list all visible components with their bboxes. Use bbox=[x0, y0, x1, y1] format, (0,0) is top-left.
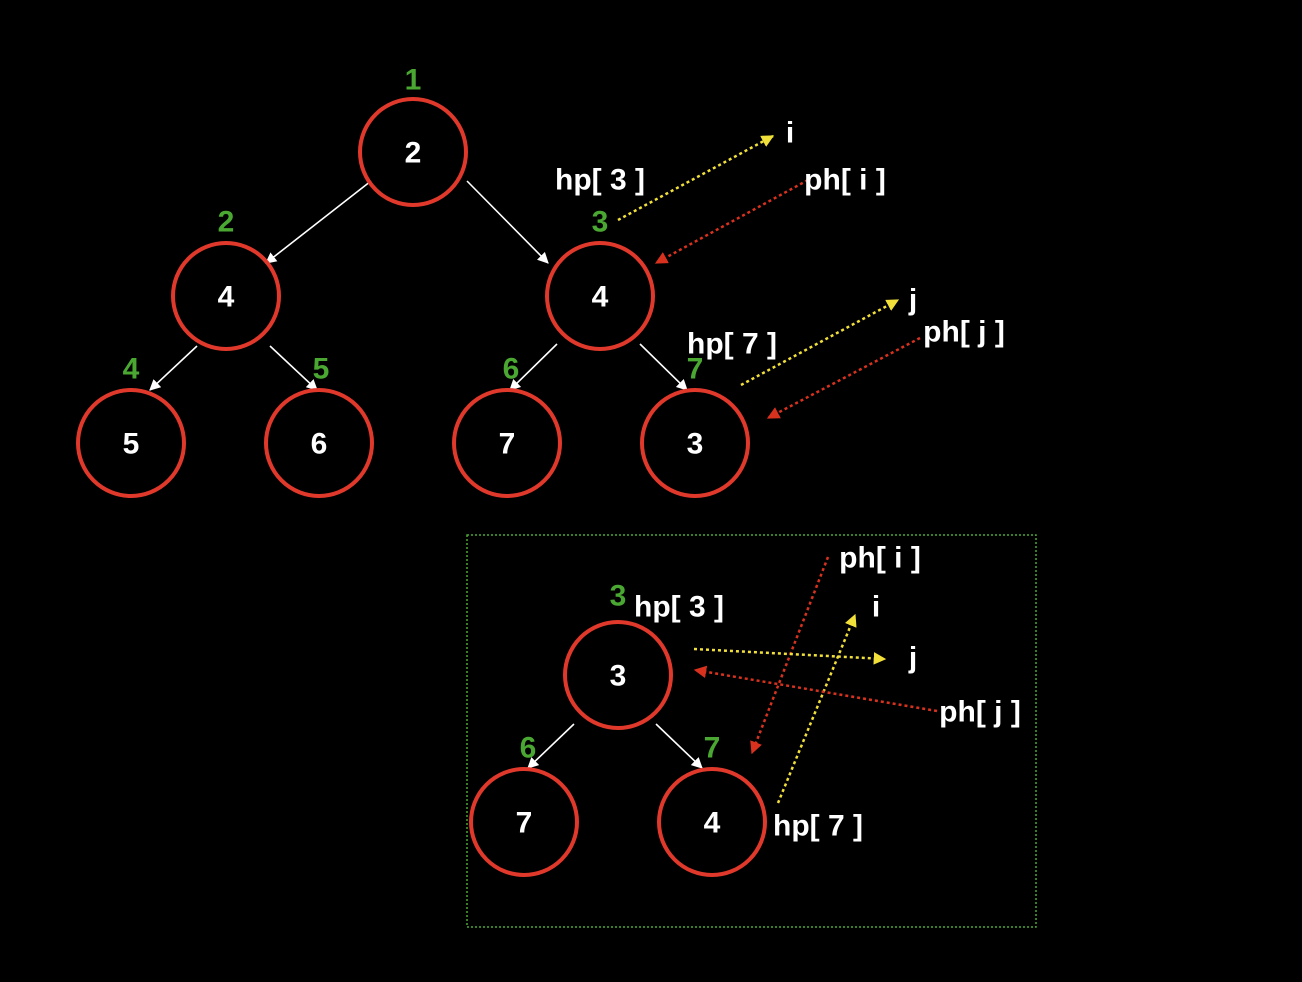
label-ph-i: ph[ i ] bbox=[804, 164, 886, 197]
heap-node: 6 5 bbox=[264, 353, 374, 498]
node-index: 7 bbox=[704, 732, 721, 765]
node-index: 7 bbox=[687, 353, 704, 386]
pointer-phi-to-node3 bbox=[654, 178, 809, 265]
label-hp7: hp[ 7 ] bbox=[687, 328, 777, 361]
node-circle bbox=[452, 388, 562, 498]
node-value: 2 bbox=[405, 137, 422, 170]
heap-node: 4 3 bbox=[545, 206, 655, 351]
node-index: 5 bbox=[313, 353, 330, 386]
heap-node: 4 7 bbox=[657, 732, 767, 877]
node-value: 4 bbox=[592, 281, 609, 314]
label-i: i bbox=[786, 117, 794, 150]
heap-node: 3 7 bbox=[640, 353, 750, 498]
node-circle bbox=[469, 767, 579, 877]
heap-node: 5 4 bbox=[76, 353, 186, 498]
edge-2-5 bbox=[269, 345, 318, 391]
node-circle bbox=[657, 767, 767, 877]
node-index: 6 bbox=[520, 732, 537, 765]
label-hp7: hp[ 7 ] bbox=[773, 810, 863, 843]
node-value: 5 bbox=[123, 428, 140, 461]
edge-1-3 bbox=[466, 180, 549, 264]
label-ph-j: ph[ j ] bbox=[923, 316, 1005, 349]
edge-1-2 bbox=[265, 180, 372, 264]
after-swap-panel: 3 3 7 6 4 7 hp[ 3 ] ph[ i ] i j ph[ j ] … bbox=[466, 534, 1037, 928]
label-ph-i: ph[ i ] bbox=[839, 542, 921, 575]
node-value: 4 bbox=[218, 281, 235, 314]
edge-3-7 bbox=[639, 343, 688, 391]
node-index: 2 bbox=[218, 206, 235, 239]
pointer-phj-to-node7 bbox=[766, 336, 921, 420]
edge-2-4 bbox=[149, 345, 198, 391]
node-index: 6 bbox=[503, 353, 520, 386]
edge-3-7 bbox=[655, 723, 703, 769]
label-ph-j: ph[ j ] bbox=[939, 696, 1021, 729]
heap-node: 2 1 bbox=[358, 64, 468, 207]
tree-edges bbox=[149, 180, 688, 391]
node-value: 3 bbox=[610, 660, 627, 693]
node-circle bbox=[640, 388, 750, 498]
edge-3-6 bbox=[509, 343, 558, 391]
label-hp3: hp[ 3 ] bbox=[555, 164, 645, 197]
pointer-phi-to-node7 bbox=[750, 556, 830, 755]
node-value: 4 bbox=[704, 807, 721, 840]
node-index: 1 bbox=[405, 64, 422, 97]
pointer-arrows bbox=[617, 134, 921, 420]
node-circle bbox=[171, 241, 281, 351]
node-index: 3 bbox=[610, 580, 627, 613]
label-i: i bbox=[872, 591, 880, 624]
pointer-phj-to-node3 bbox=[693, 665, 938, 713]
node-circle bbox=[545, 241, 655, 351]
pointer-hp7-to-i bbox=[776, 613, 857, 804]
node-value: 3 bbox=[687, 428, 704, 461]
label-j: j bbox=[908, 642, 917, 675]
node-circle bbox=[563, 620, 673, 730]
node-index: 4 bbox=[123, 353, 140, 386]
top-tree: 2 1 4 2 4 3 5 4 6 5 7 6 3 bbox=[76, 64, 1005, 498]
pointer-hp3-to-j bbox=[693, 647, 887, 665]
node-value: 7 bbox=[499, 428, 516, 461]
node-index: 3 bbox=[592, 206, 609, 239]
node-value: 7 bbox=[516, 807, 533, 840]
node-circle bbox=[358, 97, 468, 207]
pointer-hp3-to-i bbox=[617, 134, 775, 222]
edge-3-6 bbox=[527, 723, 575, 769]
heap-node: 7 6 bbox=[469, 732, 579, 877]
label-hp3: hp[ 3 ] bbox=[634, 591, 724, 624]
node-circle bbox=[264, 388, 374, 498]
node-circle bbox=[76, 388, 186, 498]
label-j: j bbox=[908, 284, 917, 317]
pointer-arrows bbox=[693, 556, 938, 804]
heap-node: 4 2 bbox=[171, 206, 281, 351]
node-value: 6 bbox=[311, 428, 328, 461]
panel-border bbox=[466, 534, 1037, 928]
heap-node: 3 3 bbox=[563, 580, 673, 730]
heap-node: 7 6 bbox=[452, 353, 562, 498]
